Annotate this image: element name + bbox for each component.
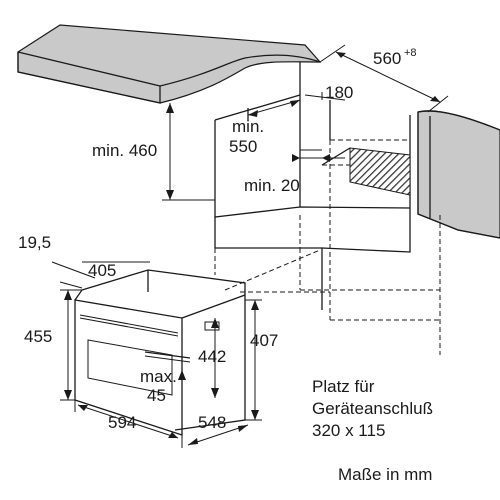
connection-space: [321, 147, 411, 196]
note-units: Maße in mm: [338, 465, 432, 484]
dim-niche-depth-min-label: min.: [232, 117, 264, 136]
note-connection-line3: 320 x 115: [312, 421, 385, 440]
dim-appliance-height: 455: [24, 327, 52, 346]
dim-appliance-width: 594: [108, 413, 136, 432]
dim-cabinet-depth: 560: [373, 49, 401, 68]
note-connection-line1: Platz für: [312, 377, 375, 396]
dimension-lines: [51, 44, 449, 448]
dim-niche-height-min: min. 460: [92, 141, 157, 160]
dim-handle-max-value: 45: [147, 386, 166, 405]
worktop-left: [17, 24, 322, 104]
dim-front-offset: 19,5: [18, 233, 51, 252]
dim-rear-gap: 180: [325, 83, 353, 102]
dim-niche-depth-min-value: 550: [229, 137, 257, 156]
installation-niche: [214, 62, 441, 355]
dim-body-height: 407: [250, 331, 278, 350]
worktop-right: [417, 110, 500, 239]
dim-handle-max-label: max.: [140, 367, 177, 386]
dim-cabinet-depth-tolerance: +8: [404, 47, 417, 59]
dim-inner-height: 442: [198, 347, 226, 366]
dim-side-clearance: min. 20: [244, 176, 300, 195]
dim-body-depth: 548: [198, 413, 226, 432]
note-connection-line2: Geräteanschluß: [312, 399, 433, 418]
dimension-arrows: [64, 52, 440, 445]
dim-appliance-depth-top: 405: [88, 261, 116, 280]
